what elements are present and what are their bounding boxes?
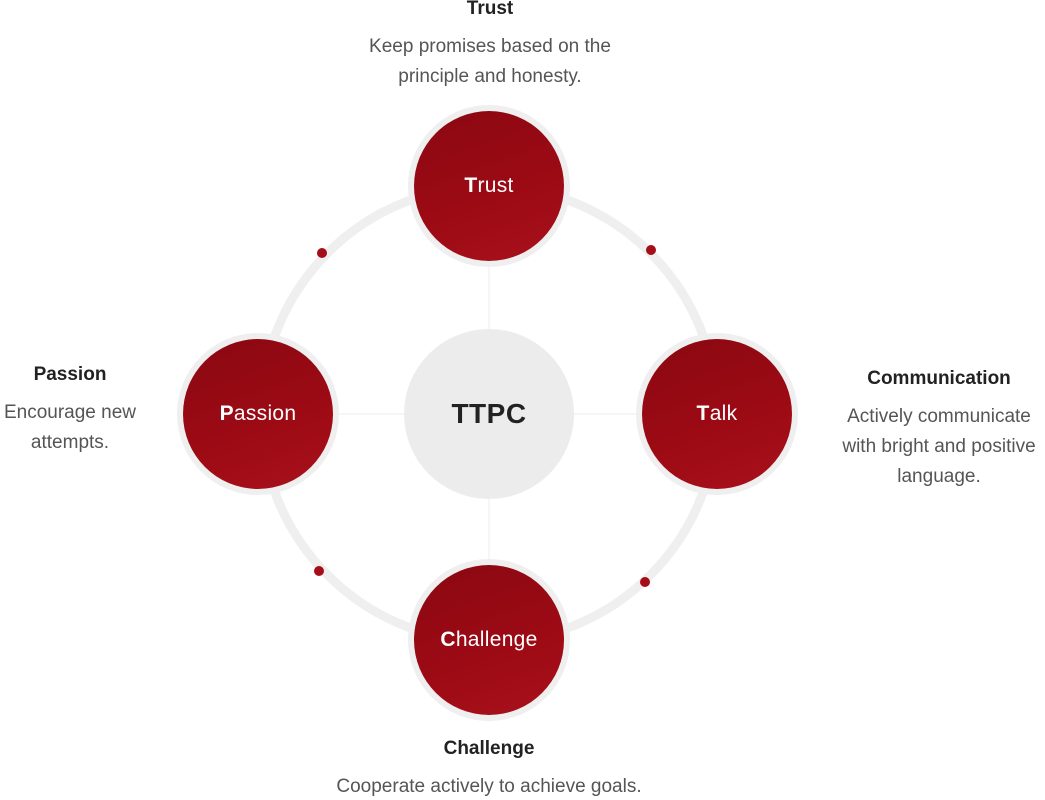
- node-talk-initial: T: [696, 402, 710, 425]
- node-trust: Trust: [414, 111, 564, 261]
- node-passion: Passion: [183, 339, 333, 489]
- node-passion-label: Passion: [220, 402, 297, 426]
- node-passion-initial: P: [219, 402, 234, 425]
- ring-dot-top-right: [646, 245, 656, 255]
- node-challenge-label: Challenge: [440, 628, 537, 652]
- node-challenge-initial: C: [440, 628, 456, 651]
- ring-dot-bottom-right: [640, 577, 650, 587]
- challenge-description-title: Challenge: [443, 738, 535, 759]
- ring-dot-bottom-left: [314, 566, 324, 576]
- node-trust-label: Trust: [464, 174, 513, 198]
- ring-dot-top-left: [317, 248, 327, 258]
- node-challenge: Challenge: [414, 565, 564, 715]
- node-trust-rest: rust: [477, 174, 514, 197]
- node-passion-rest: assion: [233, 402, 297, 425]
- trust-description: Trust Keep promises based on the princip…: [340, 0, 640, 92]
- challenge-description: Challenge Cooperate actively to achieve …: [289, 734, 689, 800]
- passion-description: Passion Encourage new attempts.: [0, 360, 140, 458]
- communication-description-title: Communication: [867, 368, 1011, 389]
- node-challenge-rest: hallenge: [455, 628, 538, 651]
- communication-description-body: Actively communicate with bright and pos…: [842, 406, 1036, 487]
- challenge-description-body: Cooperate actively to achieve goals.: [336, 776, 642, 797]
- center-circle: TTPC: [404, 329, 574, 499]
- trust-description-title: Trust: [466, 0, 514, 19]
- node-trust-initial: T: [464, 174, 478, 197]
- passion-description-body: Encourage new attempts.: [3, 402, 137, 453]
- trust-description-body: Keep promises based on the principle and…: [369, 36, 611, 87]
- node-talk-label: Talk: [697, 402, 738, 426]
- node-talk-rest: alk: [709, 402, 738, 425]
- passion-description-title: Passion: [33, 364, 107, 385]
- communication-description: Communication Actively communicate with …: [836, 364, 1042, 492]
- center-label: TTPC: [451, 398, 527, 429]
- node-talk: Talk: [642, 339, 792, 489]
